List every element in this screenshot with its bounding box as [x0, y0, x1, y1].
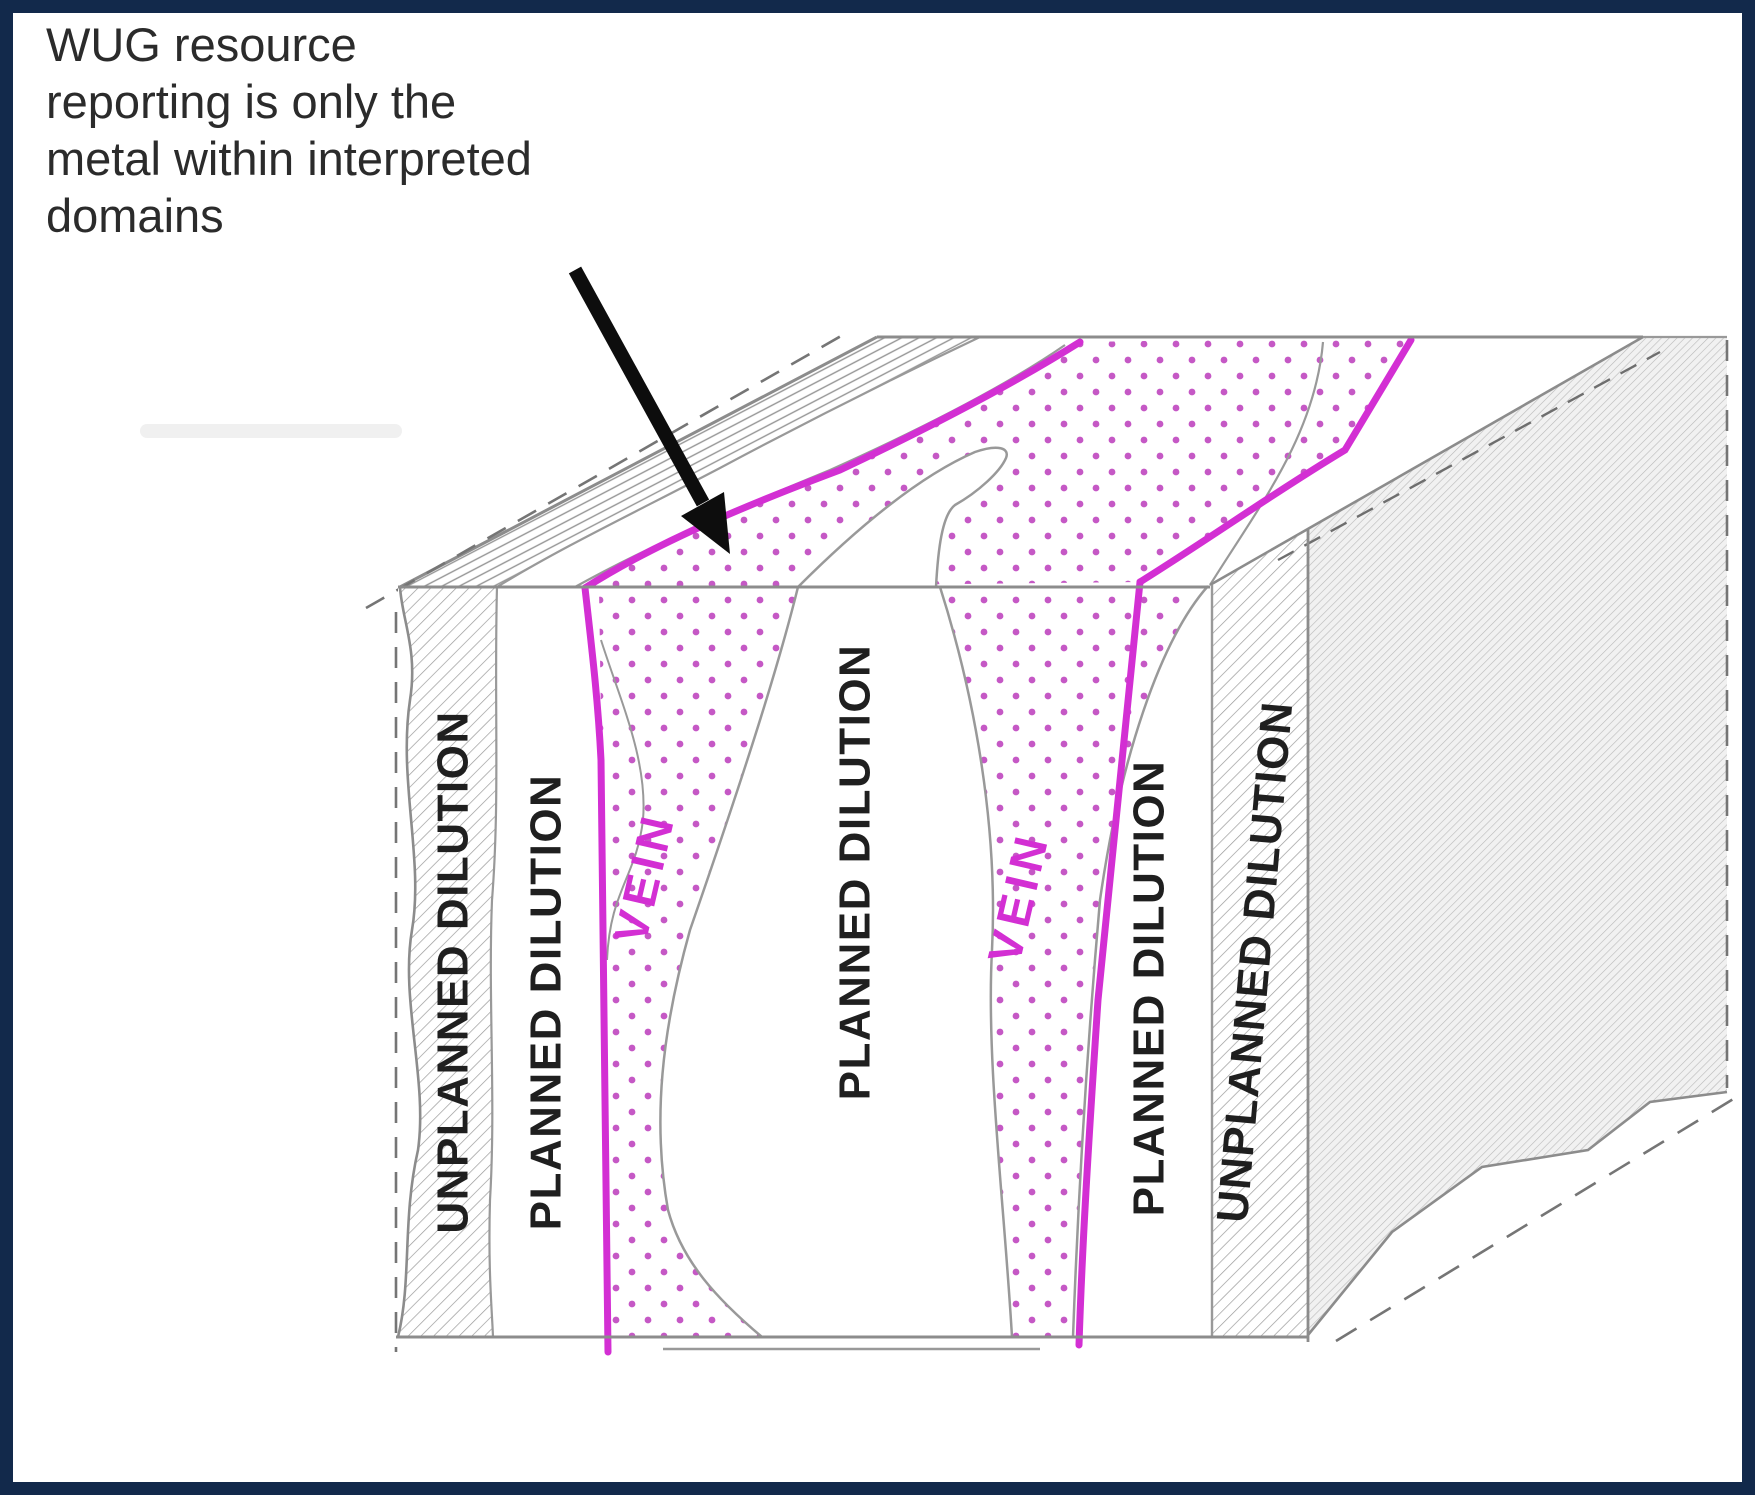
top-face-planned-wedge — [794, 446, 1008, 589]
front-vein-right-boundary-right — [1071, 585, 1209, 1338]
front-magenta-line-right — [1075, 578, 1144, 1349]
front-vein-left-area — [599, 587, 798, 1337]
top-face-magenta-line-right — [1136, 336, 1415, 586]
faint-artifact-streak — [140, 424, 402, 438]
label-unplanned-dilution-left: UNPLANNED DILUTION — [429, 710, 478, 1233]
front-unplanned-band-left — [398, 587, 497, 1337]
annotation-arrow — [568, 266, 730, 554]
ridge-inner-dashed — [1277, 350, 1661, 562]
annotation-line-4: domains — [46, 189, 224, 242]
front-vein-left-boundary-right — [659, 586, 800, 1338]
front-unplanned-band-right — [1212, 529, 1308, 1337]
top-face-magenta-line-left — [581, 338, 1084, 592]
annotation-line-2: reporting is only the — [46, 75, 457, 128]
front-vein-left-boundary-inner — [600, 639, 645, 961]
front-unplanned-band-left-outer-edge — [396, 586, 422, 1338]
right-face-bottom-edge — [1306, 1090, 1728, 1336]
top-face — [365, 330, 1643, 610]
front-vein-right-boundary-left — [938, 586, 1014, 1338]
right-side-face — [1209, 335, 1736, 1343]
right-face-area — [1308, 337, 1727, 1335]
front-unplanned-band-left-inner-edge — [488, 586, 499, 1338]
ridge-edge — [1209, 335, 1644, 587]
top-face-unplanned-band-lower-edge — [496, 336, 981, 588]
label-planned-dilution-middle: PLANNED DILUTION — [831, 644, 880, 1101]
arrow-shaft — [568, 266, 710, 507]
arrow-head — [681, 492, 730, 554]
front-vein-right-area — [940, 587, 1206, 1337]
dashed-outline-top-left — [365, 330, 849, 610]
annotation-line-1: WUG resource — [46, 18, 357, 71]
front-magenta-line-left — [581, 584, 612, 1356]
top-face-unplanned-band — [400, 337, 980, 587]
front-face-bg — [398, 587, 1308, 1337]
top-face-vein-boundary-right — [1209, 341, 1325, 586]
annotation-line-3: metal within interpreted — [46, 132, 532, 185]
label-planned-dilution-left: PLANNED DILUTION — [522, 774, 571, 1231]
label-planned-dilution-right: PLANNED DILUTION — [1125, 760, 1174, 1217]
top-face-left-edge — [399, 335, 878, 589]
annotation-text: WUG resource reporting is only the metal… — [46, 16, 532, 244]
front-face — [394, 529, 1310, 1356]
